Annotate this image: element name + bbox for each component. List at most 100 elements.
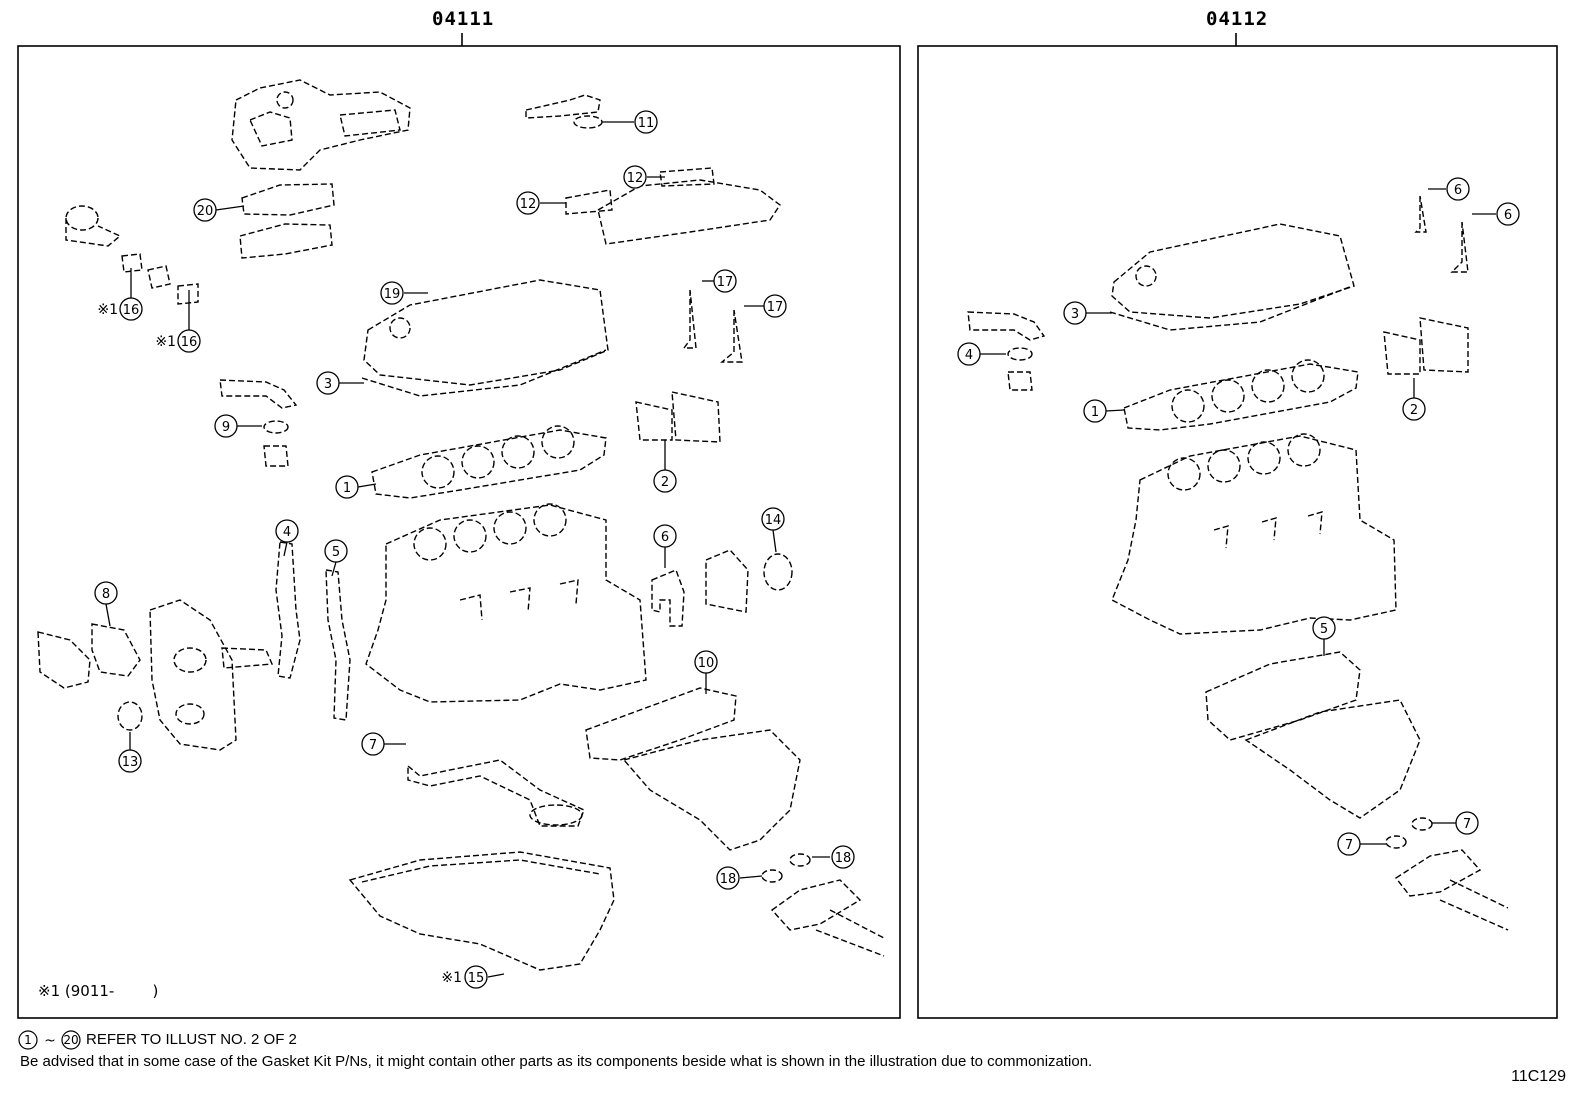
callout-8[interactable]: 8 <box>94 581 118 605</box>
oil-pan-sketch <box>348 851 615 971</box>
svg-text:5: 5 <box>332 545 340 560</box>
advisory-text: Be advised that in some case of the Gask… <box>20 1053 1093 1070</box>
callout-2[interactable]: 2 <box>653 469 677 493</box>
svg-text:7: 7 <box>1345 838 1353 853</box>
svg-text:7: 7 <box>369 738 377 753</box>
callout-r-6b[interactable]: 6 <box>1496 202 1520 226</box>
callout-18a[interactable]: 18 <box>831 845 855 869</box>
gasket-20-sketch <box>239 183 335 259</box>
svg-text:13: 13 <box>122 755 139 770</box>
callout-7[interactable]: 7 <box>361 732 385 756</box>
svg-text:16: 16 <box>181 335 198 350</box>
svg-text:16: 16 <box>123 303 140 318</box>
callout-r-7a[interactable]: 7 <box>1337 832 1361 856</box>
svg-text:1: 1 <box>1091 405 1099 420</box>
svg-text:6: 6 <box>1504 208 1512 223</box>
svg-text:5: 5 <box>1320 622 1328 637</box>
callout-10[interactable]: 10 <box>694 650 718 674</box>
valves-17-sketch <box>682 289 743 363</box>
svg-text:4: 4 <box>965 348 973 363</box>
star-mark-16a: ※1 <box>97 302 118 318</box>
exhaust-pipe-right-sketch <box>1385 817 1509 931</box>
callout-19[interactable]: 19 <box>380 281 404 305</box>
thermostat-sketch <box>219 379 298 467</box>
exhaust-pipe-sketch <box>761 853 885 957</box>
gasket-11-sketch <box>573 115 603 129</box>
callout-17b[interactable]: 17 <box>763 294 787 318</box>
svg-text:6: 6 <box>1454 183 1462 198</box>
callout-6[interactable]: 6 <box>653 524 677 548</box>
egr-valve-sketch <box>65 205 199 305</box>
panel-title-04112: 04112 <box>1206 8 1269 30</box>
head-gasket-right-sketch <box>1123 359 1359 431</box>
range-tilde: ~ <box>44 1033 56 1049</box>
intake-manifold-sketch <box>231 79 411 171</box>
gasket-4-sketch <box>275 541 301 679</box>
svg-text:1: 1 <box>343 481 351 496</box>
svg-text:10: 10 <box>698 656 715 671</box>
svg-text:17: 17 <box>717 275 734 290</box>
svg-text:6: 6 <box>661 530 669 545</box>
footer-range-to: 20 <box>61 1030 81 1050</box>
callout-1[interactable]: 1 <box>335 475 359 499</box>
valve-cover-right-sketch <box>1109 223 1355 331</box>
svg-text:20: 20 <box>63 1033 78 1047</box>
rear-seal-retainer-sketch <box>651 549 793 627</box>
svg-text:18: 18 <box>835 851 852 866</box>
right-leader-lines <box>980 188 1496 845</box>
timing-cover-sketch <box>149 599 274 751</box>
engine-block-sketch <box>365 503 647 703</box>
callout-r-7b[interactable]: 7 <box>1455 811 1479 835</box>
svg-text:3: 3 <box>1071 307 1079 322</box>
callout-11[interactable]: 11 <box>634 110 658 134</box>
manifold-gaskets-right-sketch <box>1383 317 1469 375</box>
callout-9[interactable]: 9 <box>214 414 238 438</box>
callout-13[interactable]: 13 <box>118 749 142 773</box>
svg-text:12: 12 <box>520 197 537 212</box>
callout-12b[interactable]: 12 <box>623 165 647 189</box>
water-pipe-sketch <box>525 94 601 119</box>
left-leader-lines <box>105 121 830 978</box>
callout-18b[interactable]: 18 <box>716 866 740 890</box>
callout-16a[interactable]: 16 <box>119 297 143 321</box>
gasket-5-sketch <box>325 569 351 721</box>
callout-5[interactable]: 5 <box>324 539 348 563</box>
seal-13-sketch <box>117 701 143 731</box>
callout-4[interactable]: 4 <box>275 519 299 543</box>
footer-range-from: 1 <box>18 1030 38 1050</box>
svg-text:9: 9 <box>222 420 230 435</box>
panel-frame-04112 <box>917 45 1558 1019</box>
svg-text:1: 1 <box>24 1033 32 1047</box>
svg-text:11: 11 <box>638 116 655 131</box>
water-pump-sketch <box>37 623 141 689</box>
callout-17a[interactable]: 17 <box>713 269 737 293</box>
callout-12a[interactable]: 12 <box>516 191 540 215</box>
callout-r-4[interactable]: 4 <box>957 342 981 366</box>
callout-3[interactable]: 3 <box>316 371 340 395</box>
svg-text:14: 14 <box>765 513 782 528</box>
svg-text:12: 12 <box>627 171 644 186</box>
illustration-code: 11C129 <box>1511 1068 1566 1085</box>
callout-r-5[interactable]: 5 <box>1312 616 1336 640</box>
head-gasket-sketch <box>371 425 607 499</box>
callout-20[interactable]: 20 <box>193 198 217 222</box>
valve-cover-sketch <box>361 279 609 397</box>
callout-14[interactable]: 14 <box>761 507 785 531</box>
panel-title-04111: 04111 <box>432 8 495 30</box>
callout-15[interactable]: 15 <box>464 965 488 989</box>
callout-16b[interactable]: 16 <box>177 329 201 353</box>
svg-text:8: 8 <box>102 587 110 602</box>
svg-text:7: 7 <box>1463 817 1471 832</box>
manifold-gaskets-2-sketch <box>635 391 721 443</box>
svg-text:2: 2 <box>661 475 669 490</box>
callout-r-6a[interactable]: 6 <box>1446 177 1470 201</box>
refer-text: REFER TO ILLUST NO. 2 OF 2 <box>86 1031 297 1048</box>
svg-text:20: 20 <box>197 204 214 219</box>
svg-text:17: 17 <box>767 300 784 315</box>
callout-r-2[interactable]: 2 <box>1402 397 1426 421</box>
callout-r-1[interactable]: 1 <box>1083 399 1107 423</box>
manifold-right-sketch <box>1205 651 1421 819</box>
callout-r-3[interactable]: 3 <box>1063 301 1087 325</box>
manifold-10-sketch <box>585 687 801 851</box>
